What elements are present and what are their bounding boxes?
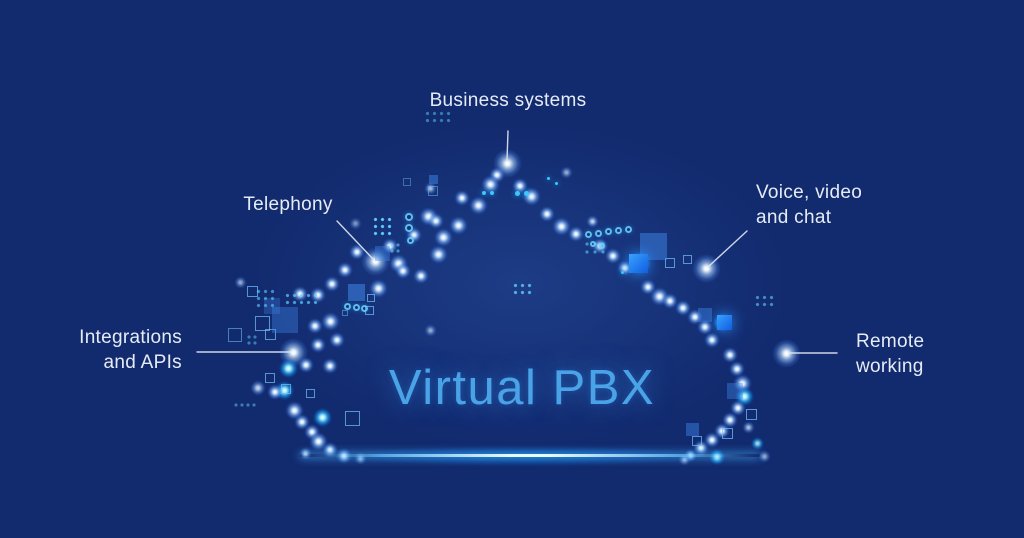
label-telephony-text: Telephony — [243, 194, 333, 215]
label-voice-video-chat: Voice, video and chat — [756, 180, 862, 230]
base-light-streak — [300, 454, 760, 457]
label-business-systems-text: Business systems — [429, 90, 587, 111]
label-voice-video-chat-line1: Voice, video — [756, 182, 863, 203]
label-integrations-apis: Integrations and APIs — [56, 325, 182, 375]
label-business-systems: Business systems — [424, 88, 592, 113]
label-integrations-apis-line2: and APIs — [103, 352, 182, 373]
label-remote-working-line1: Remote — [856, 331, 925, 352]
label-voice-video-chat-line2: and chat — [756, 207, 832, 228]
label-telephony: Telephony — [238, 192, 338, 217]
virtual-pbx-title: Virtual PBX — [388, 361, 656, 415]
label-remote-working-line2: working — [856, 356, 924, 377]
label-integrations-apis-line1: Integrations — [79, 327, 182, 348]
label-remote-working: Remote working — [856, 329, 924, 379]
